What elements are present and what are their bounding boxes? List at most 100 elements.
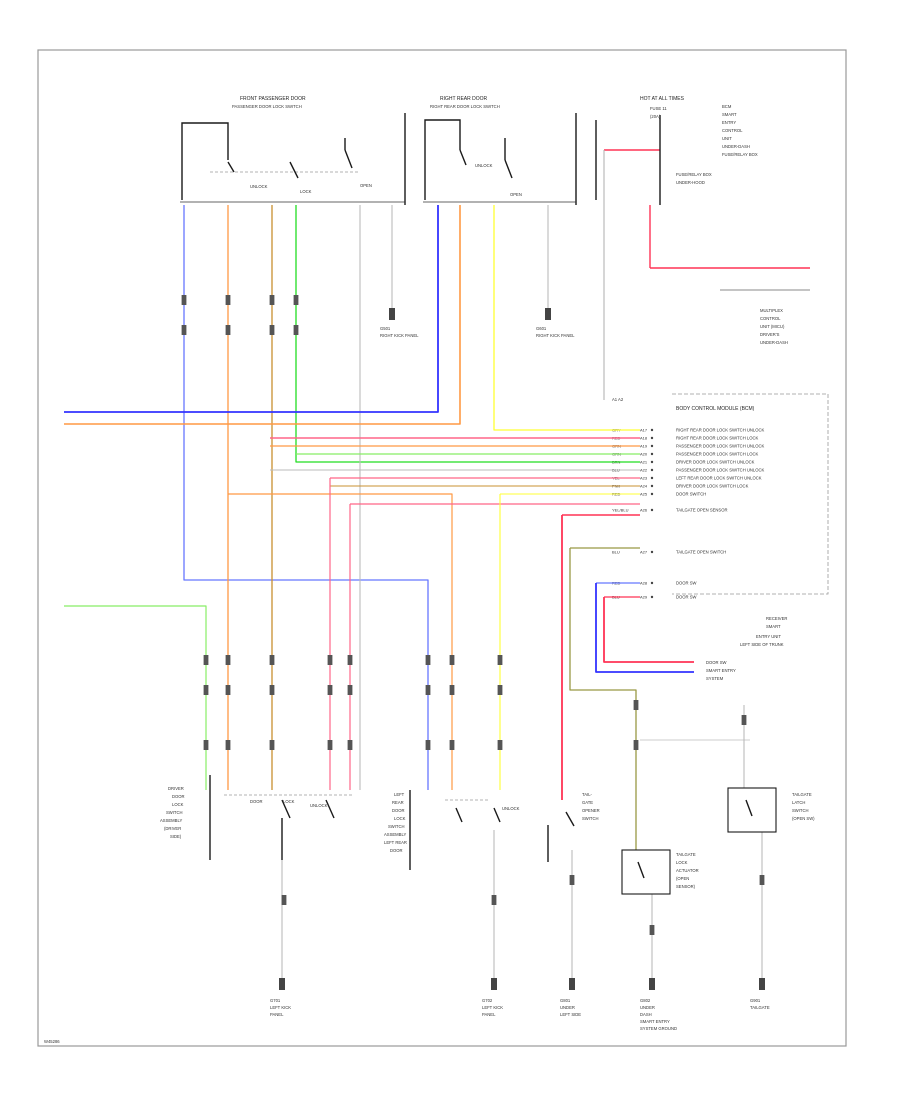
svg-text:ENTRY UNIT: ENTRY UNIT: [756, 634, 781, 639]
passenger-terminal-unlock: UNLOCK: [250, 184, 268, 189]
ground-label: SMART ENTRY: [640, 1019, 670, 1024]
right-rear-subtitle: RIGHT REAR DOOR LOCK SWITCH: [430, 104, 500, 109]
bcm-pin-dot: [650, 550, 654, 554]
driver-lock-lbl2: LOCK: [283, 799, 295, 804]
bcm-pin-dot: [650, 460, 654, 464]
ground-connector: [649, 978, 655, 990]
bcm-pin-label: DRIVER DOOR LOCK SWITCH UNLOCK: [676, 460, 755, 465]
ground-label: UNDER: [640, 1005, 655, 1010]
figure-code: W45286: [44, 1039, 60, 1044]
ground-connector: [569, 978, 575, 990]
bcm-pin-number: A17: [640, 428, 648, 433]
svg-text:DOOR: DOOR: [390, 848, 403, 853]
bcm-pin-label: PASSENGER DOOR LOCK SWITCH UNLOCK: [676, 444, 765, 449]
bcm-pin-dot: [650, 436, 654, 440]
bcm-pin-number: A20: [640, 452, 648, 457]
svg-text:DOOR: DOOR: [172, 794, 185, 799]
bcm-pin-label: DOOR SWITCH: [676, 492, 706, 497]
connector-pin: [225, 740, 231, 750]
wire-yellow-vert: [493, 205, 640, 431]
wire-green-vert: [295, 205, 640, 463]
ground-label: PANEL: [270, 1012, 284, 1017]
connector-pin: [327, 655, 333, 665]
bcm-pin-number: A23: [640, 476, 648, 481]
connector-pin: [425, 740, 431, 750]
svg-text:SWITCH: SWITCH: [792, 808, 809, 813]
svg-text:LEFT SIDE OF TRUNK: LEFT SIDE OF TRUNK: [740, 642, 784, 647]
svg-text:SMART: SMART: [722, 112, 737, 117]
bcm-pin-dot: [650, 452, 654, 456]
svg-text:DRIVER'S: DRIVER'S: [760, 332, 780, 337]
svg-text:ENTRY: ENTRY: [722, 120, 736, 125]
passenger-terminal-open: OPEN: [360, 183, 372, 188]
bcm-title: BODY CONTROL MODULE (BCM): [676, 406, 755, 412]
connector-pin: [741, 715, 747, 725]
svg-text:MULTIPLEX: MULTIPLEX: [760, 308, 783, 313]
connector-pin: [269, 685, 275, 695]
bcm-header: A1 A2: [612, 397, 624, 402]
svg-text:UNDER-DASH: UNDER-DASH: [722, 144, 750, 149]
connector-pin: [181, 325, 187, 335]
ground-label: PANEL: [482, 1012, 496, 1017]
bcm-pin-number: A24: [640, 484, 648, 489]
ground-connector: [279, 978, 285, 990]
bcm-pin-dot: [650, 581, 654, 585]
ground-label: G702: [482, 998, 493, 1003]
connector-pin: [203, 655, 209, 665]
svg-text:(DRIVER: (DRIVER: [164, 826, 181, 831]
right-rear-title: RIGHT REAR DOOR: [440, 96, 488, 102]
svg-text:UNIT: UNIT: [722, 136, 732, 141]
svg-text:SENSOR): SENSOR): [676, 884, 696, 889]
svg-text:UNDER-DASH: UNDER-DASH: [760, 340, 788, 345]
wire-yelblu-tailgate: [569, 548, 637, 850]
ground-label: G801: [560, 998, 571, 1003]
bcm-bottom-right: RECEIVER SMART ENTRY UNIT LEFT SIDE OF T…: [740, 616, 787, 647]
bcm-pin-label: DOOR SW: [676, 581, 697, 586]
svg-text:BCM: BCM: [722, 104, 732, 109]
svg-text:LEFT REAR: LEFT REAR: [384, 840, 407, 845]
svg-text:LOCK: LOCK: [172, 802, 184, 807]
svg-text:ASSEMBLY: ASSEMBLY: [384, 832, 406, 837]
ground-label: SYSTEM GROUND: [640, 1026, 677, 1031]
left-rear-switch-label: LEFT REAR DOOR LOCK SWITCH ASSEMBLY LEFT…: [384, 792, 407, 853]
wire-blue-receiver: [595, 583, 694, 673]
svg-text:OPENER: OPENER: [582, 808, 600, 813]
fuse-box-label: FUSE/RELAY BOX: [676, 172, 712, 177]
connector-pin: [497, 740, 503, 750]
fuse-label: FUSE 11: [650, 106, 667, 111]
bcm-pin-dot: [650, 492, 654, 496]
connector-pin: [327, 740, 333, 750]
connector-pin: [425, 685, 431, 695]
wire-orange-lrear: [228, 493, 453, 790]
wire-orange-trunk: [64, 205, 461, 425]
bcm-pin-wire: YEL/BLU: [612, 508, 629, 513]
connector-pin: [347, 740, 353, 750]
ground-label: G601: [536, 326, 547, 331]
ground-label: DASH: [640, 1012, 652, 1017]
connector-pin: [347, 655, 353, 665]
bcm-pin-dot: [650, 476, 654, 480]
connector-pin: [649, 925, 655, 935]
bcm-pin-dot: [650, 595, 654, 599]
ground-connector: [389, 308, 395, 320]
connector-pin: [269, 325, 275, 335]
ground-connector: [759, 978, 765, 990]
bcm-pin-label: DOOR SW: [676, 595, 697, 600]
svg-text:(OPEN: (OPEN: [676, 876, 689, 881]
ground-label: G802: [640, 998, 651, 1003]
connector-pin: [203, 740, 209, 750]
tailgate-opener-label: TAIL- GATE OPENER SWITCH: [582, 792, 600, 821]
svg-text:REAR: REAR: [392, 800, 404, 805]
tailgate-lock-label: TAILGATE LOCK ACTUATOR (OPEN SENSOR): [676, 852, 699, 889]
ground-label: UNDER: [560, 1005, 575, 1010]
svg-text:ASSEMBLY: ASSEMBLY: [160, 818, 182, 823]
svg-text:LOCK: LOCK: [676, 860, 688, 865]
svg-text:SWITCH: SWITCH: [388, 824, 405, 829]
connector-pin: [569, 875, 575, 885]
ground-label: G901: [750, 998, 761, 1003]
ground-label: TAILGATE: [750, 1005, 770, 1010]
bcm-pin-wire: BLU: [612, 550, 620, 555]
bcm-pin-number: A28: [640, 581, 648, 586]
